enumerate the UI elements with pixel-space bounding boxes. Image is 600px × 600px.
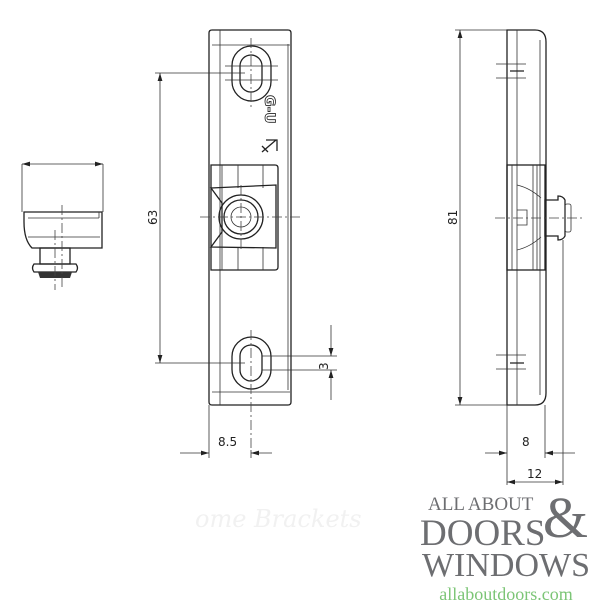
end-view: [21, 161, 104, 290]
logo-line1: ALL ABOUT: [428, 494, 534, 515]
svg-text:G-U: G-U: [261, 95, 277, 124]
dimension-3-label: 3: [317, 362, 331, 370]
logo-ampersand: &: [542, 485, 588, 550]
dimension-63-label: 63: [146, 210, 160, 225]
dimension-81-label: 81: [446, 210, 460, 225]
side-view: 81 8 12: [446, 29, 585, 485]
front-view: G-U 63 3 8.5: [146, 29, 337, 458]
watermark-text: ome Brackets: [195, 505, 362, 533]
gu-logo: G-U: [261, 95, 278, 124]
arrow-mark-icon: [261, 139, 278, 153]
dimension-8-5-label: 8.5: [218, 435, 237, 449]
logo-line3: WINDOWS: [421, 547, 591, 584]
top-mounting-slot: [231, 45, 272, 102]
brand-logo: ALL ABOUT & DOORS WINDOWS allaboutdoors.…: [420, 489, 592, 600]
logo-line2: DOORS: [420, 513, 546, 554]
dimension-12-label: 12: [527, 467, 542, 481]
dimension-8-label: 8: [522, 435, 530, 449]
logo-url: allaboutdoors.com: [439, 584, 573, 600]
